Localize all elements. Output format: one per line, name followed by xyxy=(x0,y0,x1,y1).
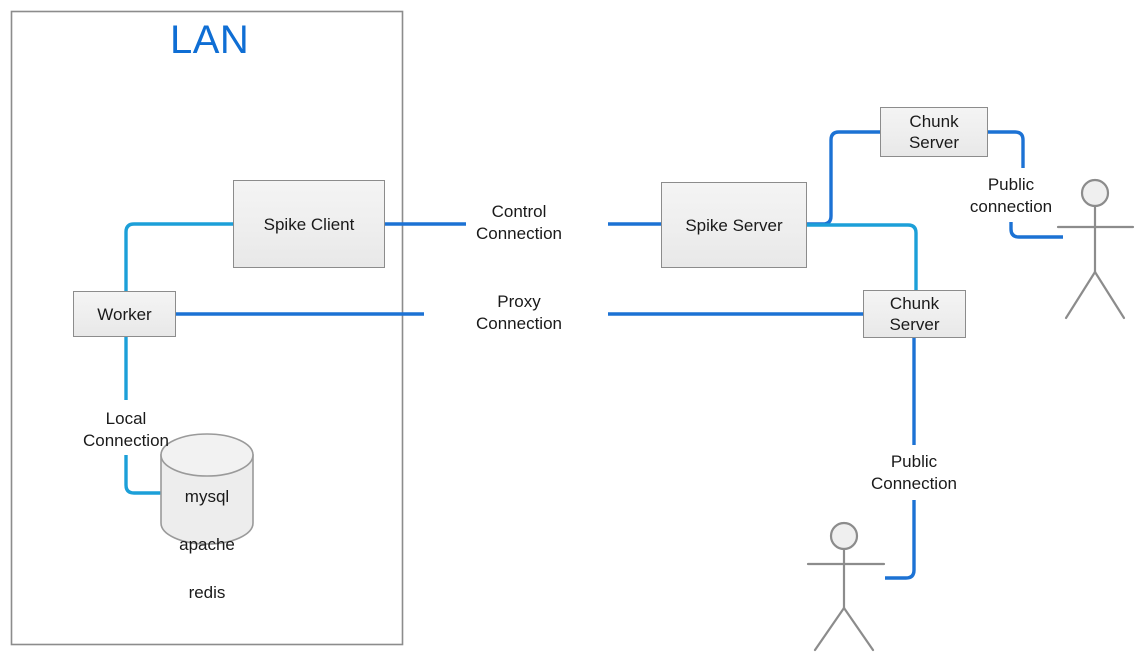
node-spike-client[interactable]: Spike Client xyxy=(233,180,385,268)
database-cylinder xyxy=(160,433,254,545)
edge-label-public-connection-top: Public connection xyxy=(969,175,1053,216)
database-line-apache: apache xyxy=(179,535,235,554)
edge-label-local-connection: Local Connection xyxy=(82,409,169,450)
node-spike-server-label: Spike Server xyxy=(685,215,783,235)
node-spike-client-label: Spike Client xyxy=(263,214,355,234)
node-chunk-server-top-line1: Chunk xyxy=(909,112,959,131)
node-chunk-server-top-line2: Server xyxy=(908,133,960,152)
link-spike-server-to-chunk-top xyxy=(807,130,880,226)
database-line-redis: redis xyxy=(188,583,226,602)
link-chunk-bottom-to-actor-lower xyxy=(885,500,916,580)
link-spike-server-to-chunk-bottom xyxy=(807,223,918,290)
link-worker-to-db-lower xyxy=(124,455,164,495)
edge-label-control-connection: Control Connection xyxy=(475,202,562,243)
link-chunk-top-to-actor-lower xyxy=(1009,222,1063,239)
node-worker-label: Worker xyxy=(97,304,152,324)
node-chunk-server-bottom-line2: Server xyxy=(889,315,940,334)
database-label: mysql apache redis xyxy=(161,461,253,629)
database-line-mysql: mysql xyxy=(184,487,230,506)
link-worker-to-spike-client xyxy=(124,222,233,291)
actor-right xyxy=(1056,178,1135,320)
lan-title: LAN xyxy=(170,18,250,62)
actor-bottom xyxy=(806,521,886,652)
node-chunk-server-bottom[interactable]: Chunk Server xyxy=(863,290,966,338)
node-worker[interactable]: Worker xyxy=(73,291,176,337)
node-chunk-server-top[interactable]: Chunk Server xyxy=(880,107,988,157)
node-chunk-server-bottom-line1: Chunk xyxy=(889,294,940,313)
edge-label-public-connection-bottom: Public Connection xyxy=(870,452,957,493)
node-spike-server[interactable]: Spike Server xyxy=(661,182,807,268)
link-chunk-top-to-actor-upper xyxy=(988,130,1025,168)
edge-label-proxy-connection: Proxy Connection xyxy=(475,292,562,333)
